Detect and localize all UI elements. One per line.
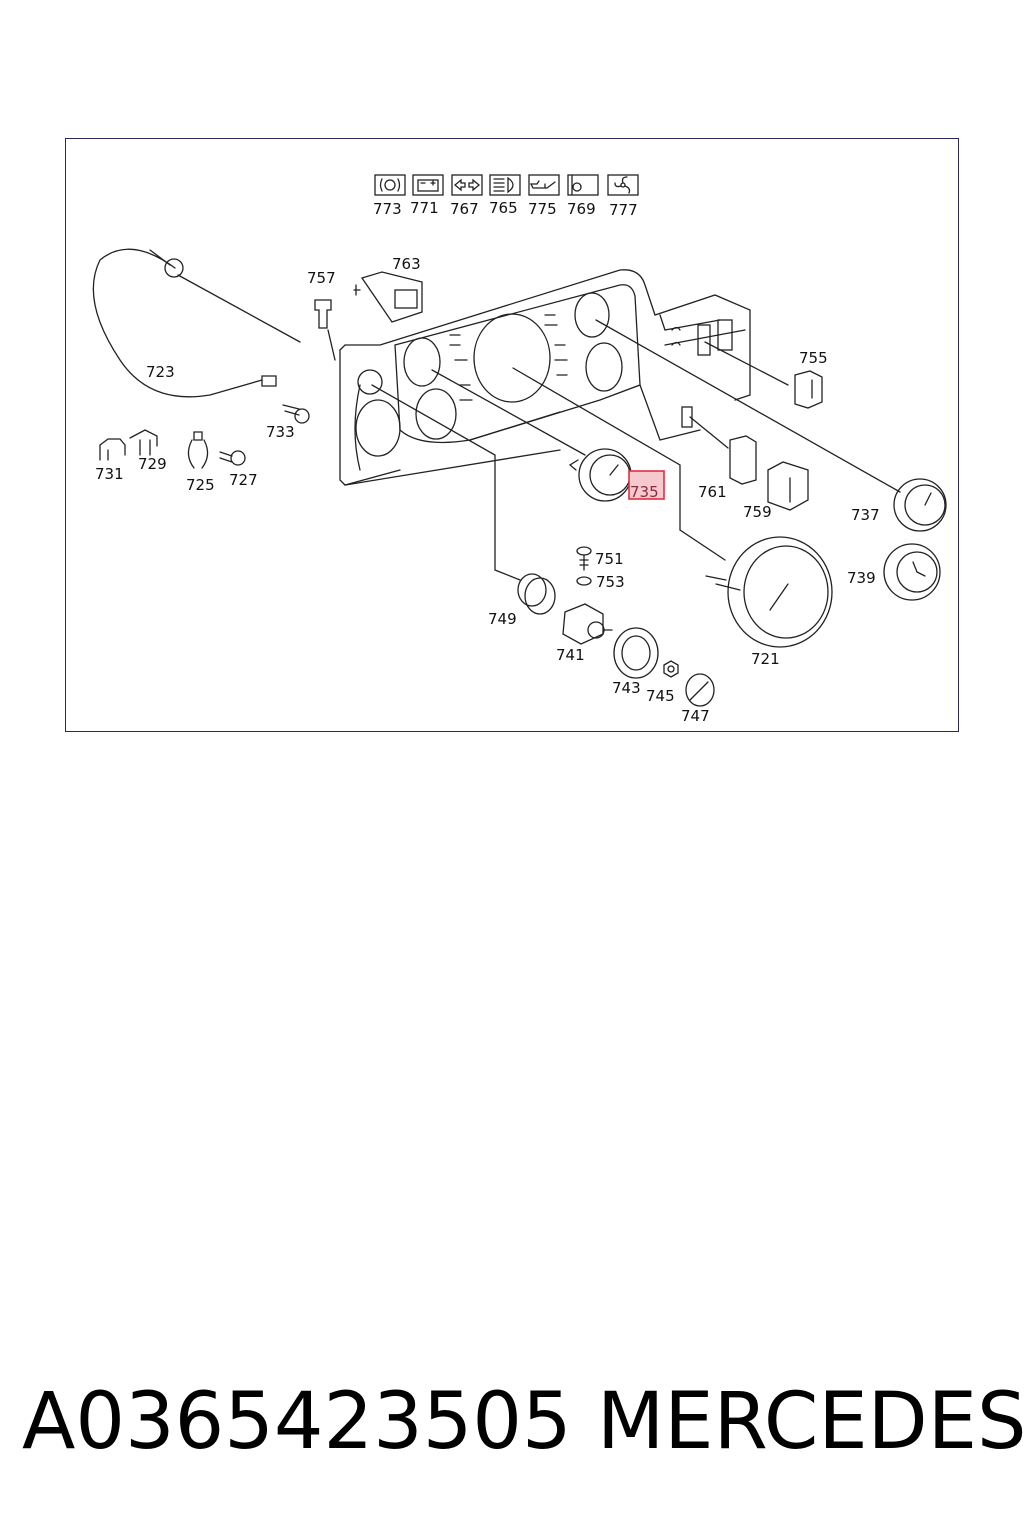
label-727[interactable]: 727 <box>229 471 258 489</box>
indicator-icon-row <box>374 174 639 196</box>
label-737[interactable]: 737 <box>851 506 880 524</box>
label-775[interactable]: 775 <box>528 200 557 218</box>
label-749[interactable]: 749 <box>488 610 517 628</box>
battery-icon[interactable] <box>412 174 444 196</box>
switch-759[interactable] <box>767 461 809 511</box>
turn-signal-icon[interactable] <box>451 174 483 196</box>
label-751[interactable]: 751 <box>595 550 624 568</box>
label-739[interactable]: 739 <box>847 569 876 587</box>
label-759[interactable]: 759 <box>743 503 772 521</box>
washer-753[interactable] <box>576 576 592 586</box>
label-777[interactable]: 777 <box>609 201 638 219</box>
dashboard-panel <box>339 269 751 486</box>
label-729[interactable]: 729 <box>138 455 167 473</box>
clock-739[interactable] <box>883 543 941 601</box>
part-741[interactable] <box>562 603 613 645</box>
label-741[interactable]: 741 <box>556 646 585 664</box>
label-725[interactable]: 725 <box>186 476 215 494</box>
label-755[interactable]: 755 <box>799 349 828 367</box>
part-745[interactable] <box>663 660 679 678</box>
switch-755[interactable] <box>704 341 823 409</box>
part-743[interactable] <box>613 627 659 679</box>
label-745[interactable]: 745 <box>646 687 675 705</box>
switch-761[interactable] <box>689 416 757 485</box>
label-765[interactable]: 765 <box>489 199 518 217</box>
label-767[interactable]: 767 <box>450 200 479 218</box>
switch-763[interactable] <box>353 271 423 323</box>
diagram-frame <box>65 138 959 732</box>
abs-icon[interactable] <box>567 174 599 196</box>
label-743[interactable]: 743 <box>612 679 641 697</box>
label-761[interactable]: 761 <box>698 483 727 501</box>
label-747[interactable]: 747 <box>681 707 710 725</box>
label-721[interactable]: 721 <box>751 650 780 668</box>
label-731[interactable]: 731 <box>95 465 124 483</box>
highlight-box-735 <box>628 470 665 500</box>
brake-warning-icon[interactable] <box>374 174 406 196</box>
label-735[interactable]: 735 <box>630 483 659 501</box>
part-747[interactable] <box>685 673 715 707</box>
label-763[interactable]: 763 <box>392 255 421 273</box>
footer: A0365423505 MERCEDES <box>0 1372 1024 1472</box>
label-771[interactable]: 771 <box>410 199 439 217</box>
label-757[interactable]: 757 <box>307 269 336 287</box>
label-733[interactable]: 733 <box>266 423 295 441</box>
part-749[interactable] <box>371 384 556 615</box>
part-number-text: A0365423505 <box>22 1377 572 1467</box>
speedometer-721[interactable] <box>512 367 833 648</box>
high-beam-icon[interactable] <box>489 174 521 196</box>
screw-751[interactable] <box>576 546 592 571</box>
brand-text: MERCEDES <box>597 1377 1024 1467</box>
gauge-737[interactable] <box>595 319 947 532</box>
oil-can-icon[interactable] <box>528 174 560 196</box>
label-753[interactable]: 753 <box>596 573 625 591</box>
small-parts-left <box>99 299 336 469</box>
part-labels: 773 771 767 765 775 769 777 757 763 755 … <box>95 199 880 725</box>
label-769[interactable]: 769 <box>567 200 596 218</box>
speedometer-cable[interactable] <box>92 248 301 398</box>
label-773[interactable]: 773 <box>373 200 402 218</box>
fan-icon[interactable] <box>607 174 639 196</box>
label-723[interactable]: 723 <box>146 363 175 381</box>
gauge-735[interactable] <box>431 369 632 502</box>
